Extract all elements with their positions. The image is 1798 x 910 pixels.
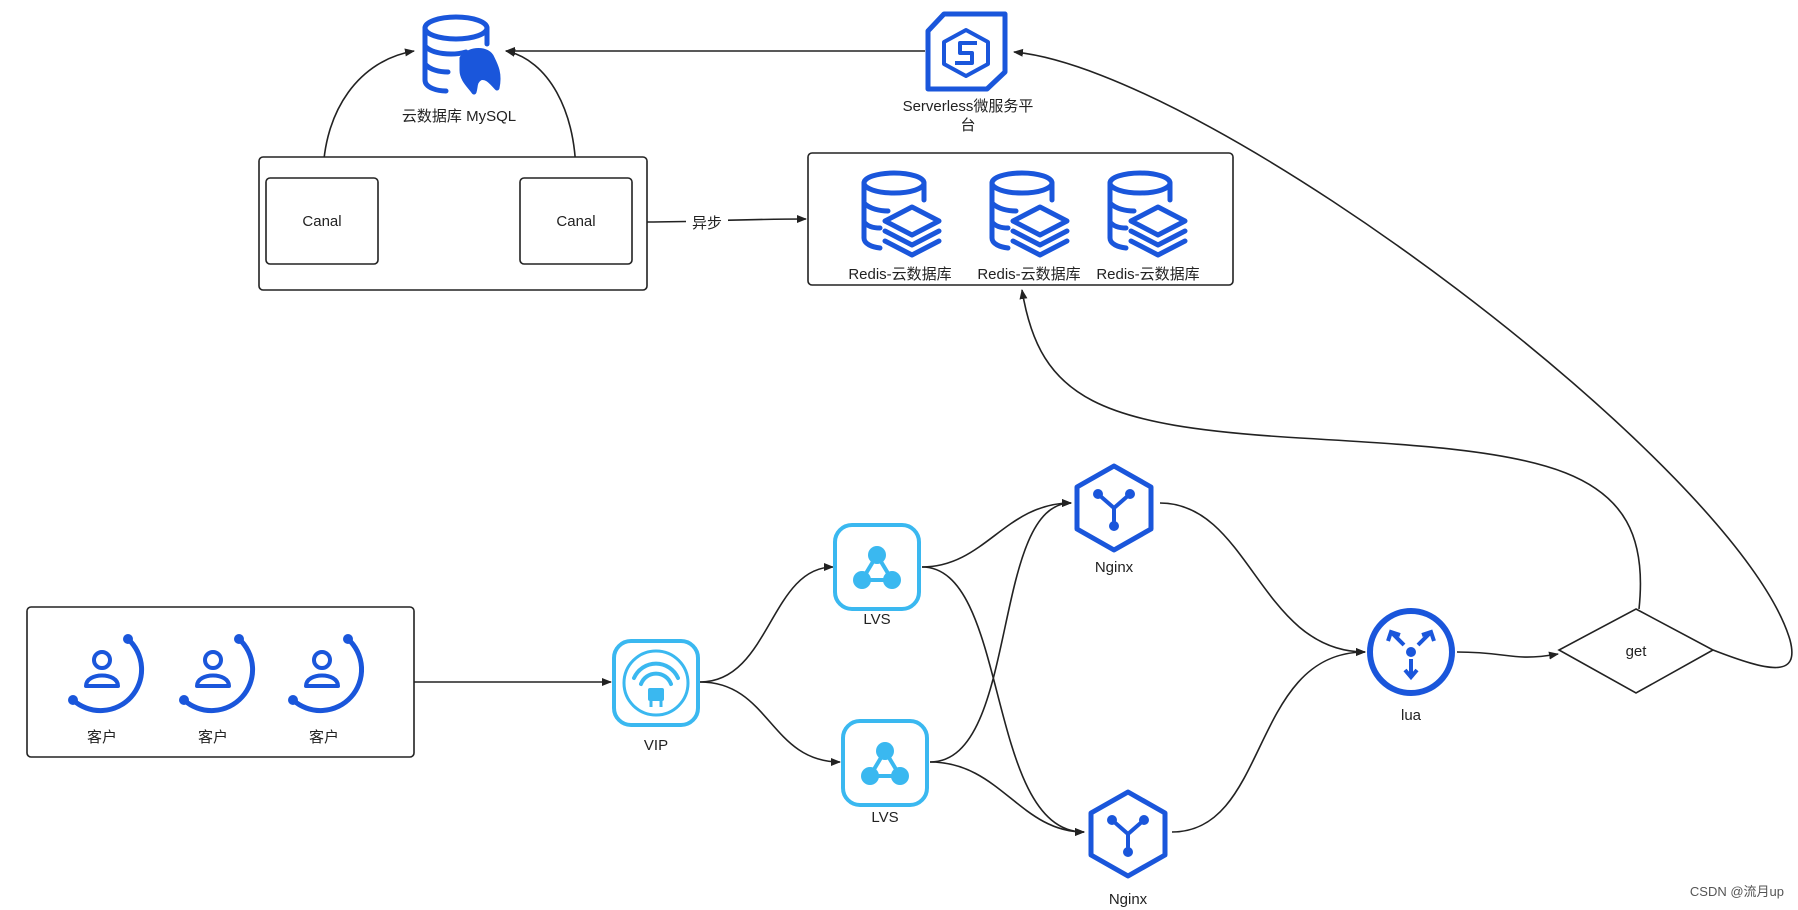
redis-node-3: Redis-云数据库 bbox=[1096, 170, 1200, 283]
serverless-label-line1: Serverless微服务平 bbox=[903, 98, 1034, 115]
redis-label-3: Redis-云数据库 bbox=[1096, 266, 1199, 283]
hexagon-fork-icon bbox=[1074, 463, 1154, 553]
async-label: 异步 bbox=[686, 211, 728, 233]
redis-label-1: Redis-云数据库 bbox=[848, 266, 951, 283]
get-node: get bbox=[1557, 608, 1715, 694]
edge-vip-to-lvs-top bbox=[699, 563, 834, 683]
distribute-circle-icon bbox=[1367, 608, 1455, 696]
client-node-1: 客户 bbox=[68, 634, 145, 746]
nginx-node-top: Nginx bbox=[1074, 463, 1154, 576]
edge-lua-to-get bbox=[1456, 651, 1559, 660]
edge-canal1-to-mysql bbox=[322, 48, 415, 179]
lua-label: lua bbox=[1401, 707, 1422, 724]
redis-label-2: Redis-云数据库 bbox=[977, 266, 1080, 283]
router-signal-icon bbox=[612, 639, 700, 727]
vip-node: VIP bbox=[612, 639, 700, 754]
edge-nginx-bottom-to-lua bbox=[1171, 648, 1366, 833]
canal-label-2: Canal bbox=[556, 213, 595, 230]
client-node-3: 客户 bbox=[288, 634, 365, 746]
redis-node-1: Redis-云数据库 bbox=[848, 170, 952, 283]
network-nodes-icon bbox=[841, 719, 929, 807]
redis-node-2: Redis-云数据库 bbox=[977, 170, 1081, 283]
edge-get-to-redis bbox=[1019, 289, 1642, 610]
nginx-label-top: Nginx bbox=[1095, 559, 1134, 576]
edge-lvs-top-to-nginx-top bbox=[921, 499, 1072, 568]
hexagon-fork-icon bbox=[1088, 789, 1168, 879]
serverless-node: Serverless微服务平 台 bbox=[903, 11, 1034, 134]
mysql-label: 云数据库 MySQL bbox=[402, 108, 516, 125]
vip-label: VIP bbox=[644, 737, 668, 754]
lvs-node-top: LVS bbox=[833, 523, 921, 628]
canal-box-1 bbox=[265, 177, 379, 265]
edge-vip-to-lvs-bottom bbox=[699, 681, 841, 766]
lvs-label-bottom: LVS bbox=[871, 809, 898, 826]
client-label-1: 客户 bbox=[87, 729, 117, 746]
lvs-node-bottom: LVS bbox=[841, 719, 929, 826]
database-layers-icon bbox=[861, 170, 942, 258]
get-label: get bbox=[1626, 643, 1648, 660]
user-circle-icon bbox=[68, 634, 145, 714]
mysql-node: 云数据库 MySQL bbox=[402, 14, 516, 125]
client-node-2: 客户 bbox=[179, 634, 256, 746]
user-circle-icon bbox=[288, 634, 365, 714]
serverless-hexagon-icon bbox=[925, 11, 1008, 92]
database-layers-icon bbox=[1107, 170, 1188, 258]
edge-lvs-bottom-to-nginx-top bbox=[929, 499, 1072, 763]
edge-get-to-serverless bbox=[1013, 48, 1793, 669]
database-dolphin-icon bbox=[422, 14, 501, 95]
client-label-2: 客户 bbox=[198, 729, 228, 746]
edges bbox=[322, 47, 1793, 836]
lvs-label-top: LVS bbox=[863, 611, 890, 628]
edge-canal2-to-mysql bbox=[505, 48, 577, 179]
canal-box-2 bbox=[519, 177, 633, 265]
edge-nginx-top-to-lua bbox=[1159, 502, 1366, 656]
edge-lvs-top-to-nginx-bottom bbox=[921, 566, 1085, 836]
watermark: CSDN @流月up bbox=[1689, 884, 1784, 899]
lua-node: lua bbox=[1367, 608, 1455, 724]
database-layers-icon bbox=[989, 170, 1070, 258]
nginx-label-bottom: Nginx bbox=[1109, 891, 1148, 908]
async-edge-label: 异步 bbox=[692, 215, 722, 232]
canal-label-1: Canal bbox=[302, 213, 341, 230]
client-group-box bbox=[26, 606, 415, 758]
get-diamond bbox=[1557, 608, 1715, 694]
serverless-label-line2: 台 bbox=[960, 117, 975, 134]
client-label-3: 客户 bbox=[309, 729, 339, 746]
nginx-node-bottom: Nginx bbox=[1088, 789, 1168, 908]
edge-lvs-bottom-to-nginx-bottom bbox=[929, 761, 1085, 836]
user-circle-icon bbox=[179, 634, 256, 714]
network-nodes-icon bbox=[833, 523, 921, 611]
